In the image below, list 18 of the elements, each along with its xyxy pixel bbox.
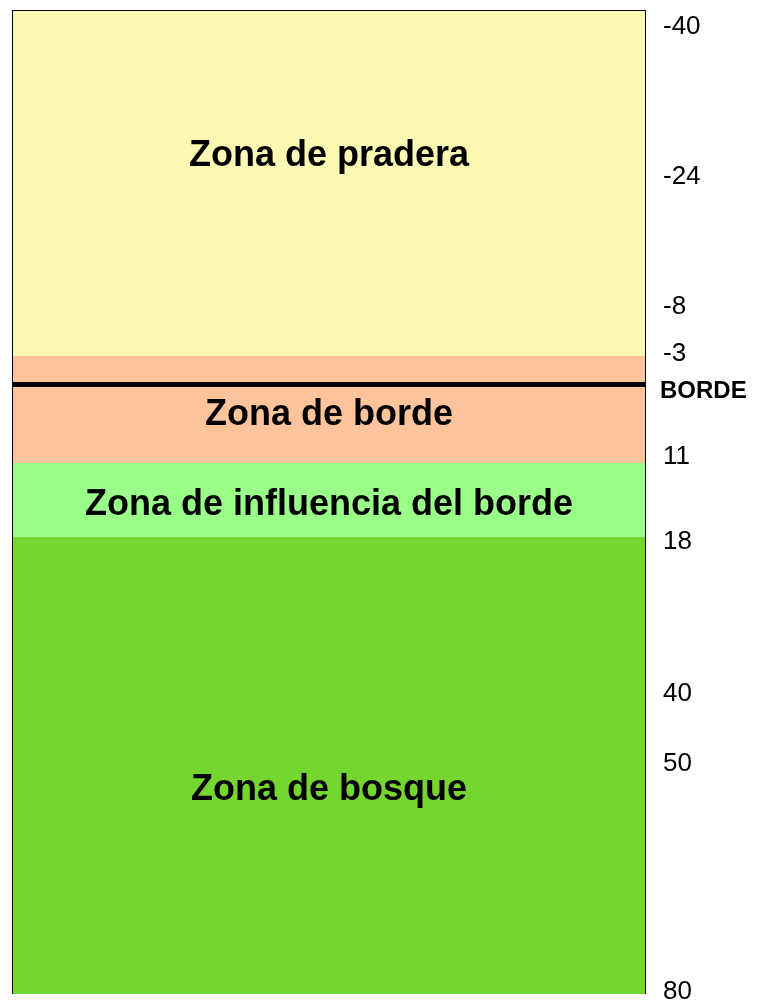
distance-tick-label: 18: [663, 527, 692, 553]
zone-label: Zona de pradera: [187, 136, 471, 172]
zone-label: Zona de borde: [204, 395, 454, 431]
zone-band: [13, 11, 645, 356]
distance-tick-label: 50: [663, 749, 692, 775]
zone-band: [13, 463, 645, 537]
distance-tick-label: -40: [663, 12, 701, 38]
zone-band: [13, 356, 645, 463]
boundary-label: BORDE: [660, 378, 747, 402]
distance-tick-label: -8: [663, 292, 687, 318]
distance-tick-label: 80: [663, 977, 692, 1002]
zone-band: [13, 537, 645, 994]
distance-tick-label: -3: [663, 339, 687, 365]
distance-tick-label: 11: [663, 442, 690, 468]
zone-label: Zona de influencia del borde: [83, 485, 575, 521]
distance-tick-label: -24: [663, 162, 701, 188]
distance-tick-label: 40: [663, 679, 692, 705]
zone-label: Zona de bosque: [190, 770, 468, 806]
